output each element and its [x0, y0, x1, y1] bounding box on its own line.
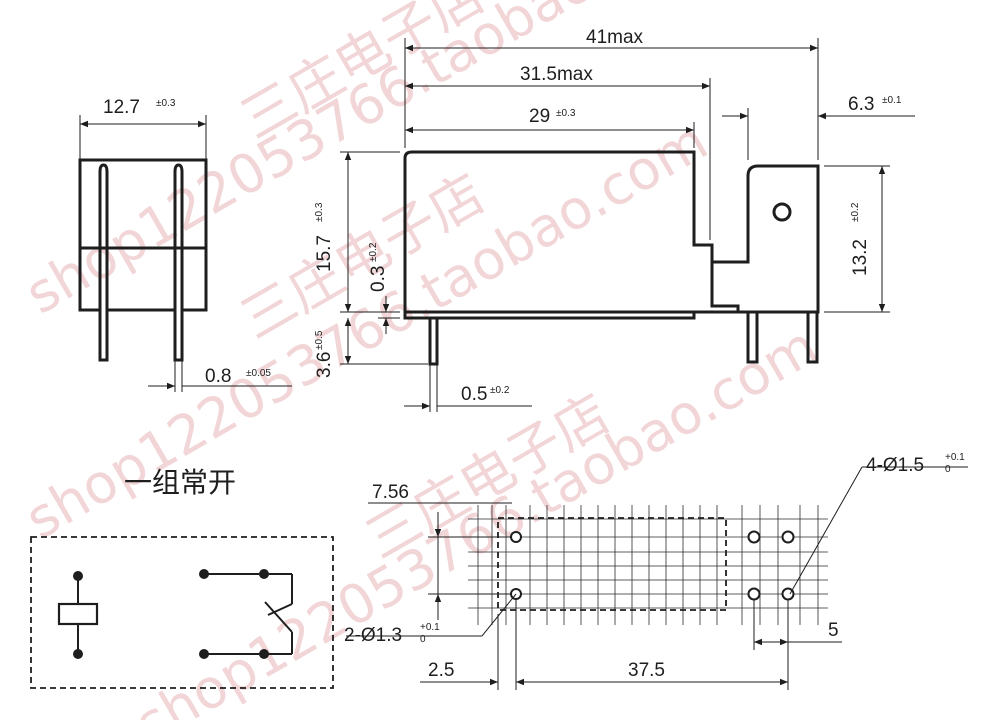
standoff-tol: ±0.2 — [368, 242, 379, 262]
height-value: 15.7 — [314, 235, 335, 272]
pcb-hole-large — [747, 587, 761, 601]
pcb-hole-large — [781, 530, 795, 544]
height-tol: ±0.3 — [314, 202, 325, 222]
schematic-title: 一组常开 — [124, 466, 236, 499]
pcb-dim-25: 2.5 — [428, 660, 454, 681]
pcb-dim-375: 37.5 — [628, 660, 665, 681]
small-holes-tol-minus: 0 — [420, 634, 426, 645]
coil-symbol — [57, 571, 99, 659]
side-pin-tol: ±0.05 — [246, 368, 271, 379]
overall-length-value: 41max — [586, 27, 644, 48]
side-view: 12.7 ±0.3 0.8 ±0.05 — [78, 97, 292, 392]
pcb-dim-5: 5 — [828, 620, 839, 641]
pcb-hole-small — [510, 531, 522, 543]
schematic-frame — [30, 536, 334, 689]
pcb-hole-large — [781, 587, 795, 601]
standoff-value: 0.3 — [368, 266, 389, 292]
pin-width-tol: ±0.2 — [490, 385, 510, 396]
pcb-hole-large — [747, 530, 761, 544]
small-holes-value: 2-Ø1.3 — [344, 625, 402, 646]
case-length-value: 29 — [529, 106, 550, 127]
case-length-tol: ±0.3 — [556, 108, 576, 119]
pcb-outline — [497, 517, 727, 611]
front-view: 41max 31.5max 29 ±0.3 6.3 ±0.1 15.7 ±0.3… — [314, 27, 915, 412]
pcb-layout: 7.56 2-Ø1.3 +0.1 0 4-Ø1.5 +0.1 0 2.5 37.… — [344, 452, 968, 690]
pin-length-tol: ±0.5 — [314, 330, 325, 350]
tab-width-tol: ±0.1 — [882, 95, 902, 106]
pcb-grid — [468, 505, 828, 625]
pcb-dim-756: 7.56 — [372, 482, 409, 503]
contact-schematic: 一组常开 — [30, 466, 334, 689]
body-length-value: 31.5max — [520, 64, 593, 85]
tab-width-value: 6.3 — [848, 94, 874, 115]
large-holes-tol-minus: 0 — [945, 464, 951, 475]
tab-height-tol: ±0.2 — [850, 202, 861, 222]
pin-length-value: 3.6 — [314, 352, 335, 378]
side-width-tol: ±0.3 — [156, 98, 176, 109]
side-width-value: 12.7 — [103, 97, 140, 118]
pin-width-value: 0.5 — [461, 384, 487, 405]
small-holes-tol-plus: +0.1 — [420, 622, 440, 633]
tab-height-value: 13.2 — [850, 239, 871, 276]
large-holes-tol-plus: +0.1 — [945, 452, 965, 463]
side-pin-value: 0.8 — [205, 366, 231, 387]
no-contact-symbol — [199, 569, 293, 659]
large-holes-value: 4-Ø1.5 — [866, 455, 924, 476]
